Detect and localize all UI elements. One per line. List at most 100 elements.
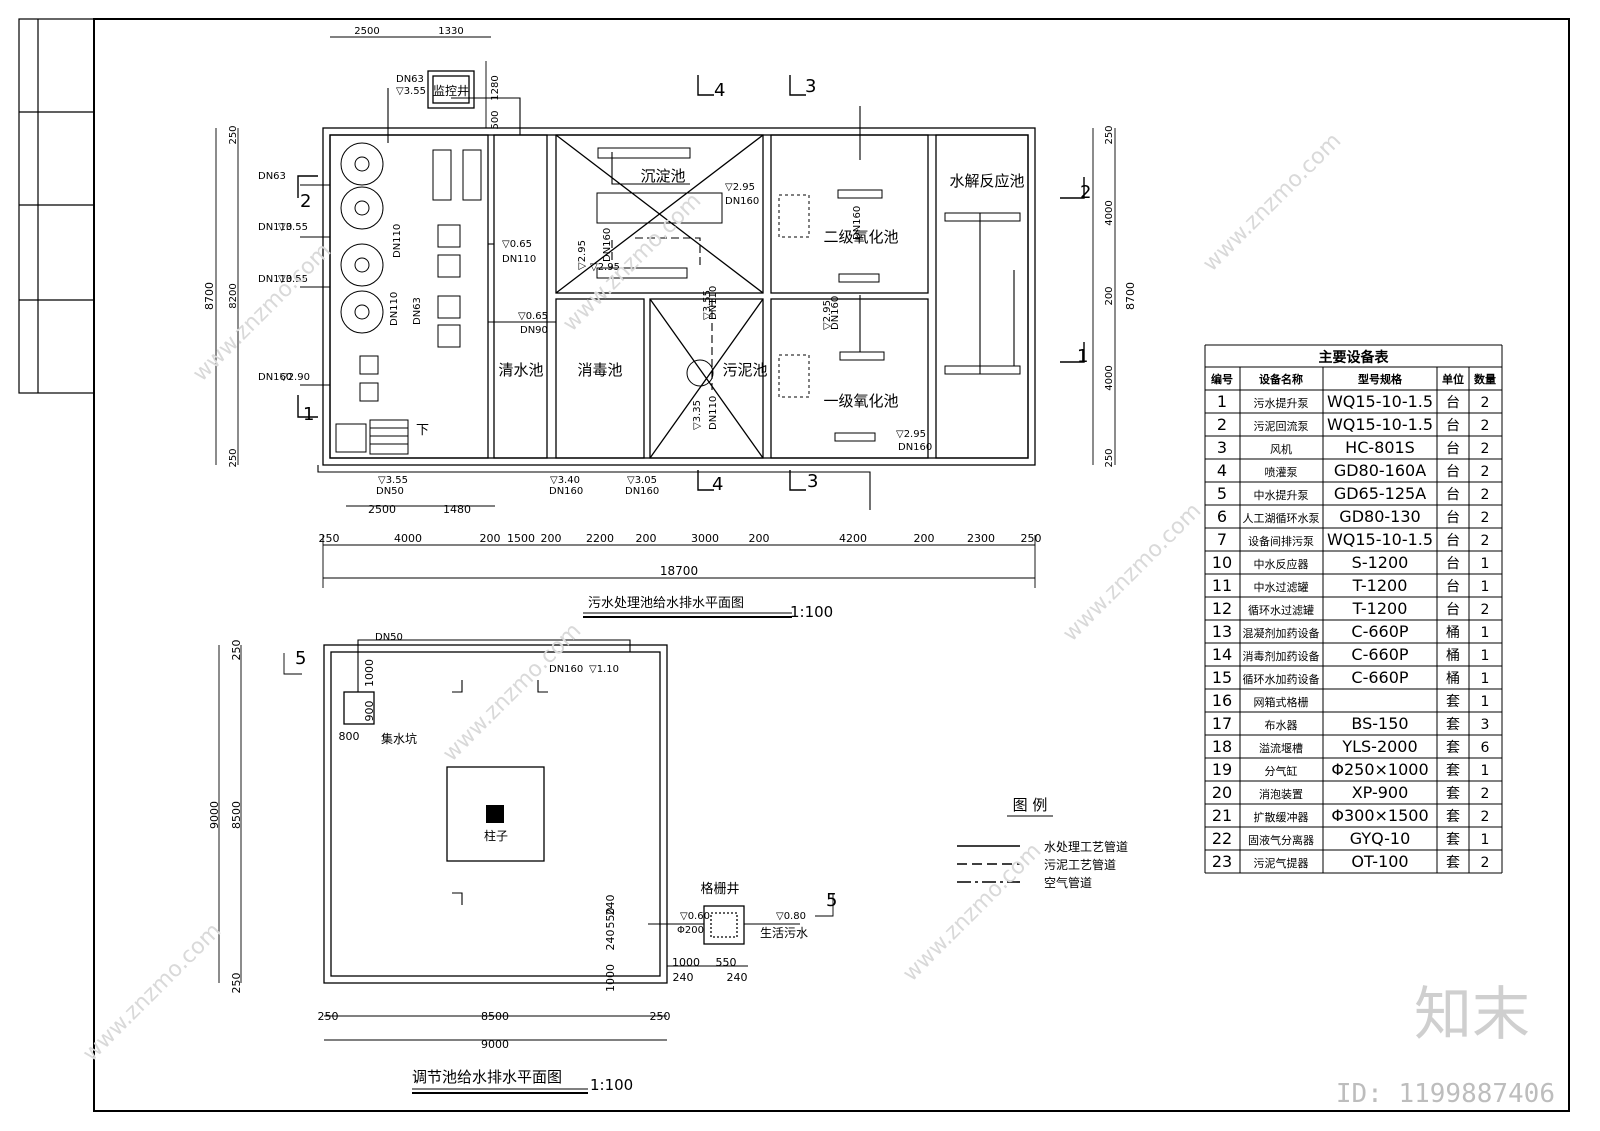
column-label: 柱子 <box>484 828 508 843</box>
tank-label-settling: 沉淀池 <box>640 167 685 185</box>
table-row-12-col-1: 14 <box>1212 645 1232 664</box>
dim-bottom-mid-2: 1480 <box>443 503 471 516</box>
table-row-20-col-2: 固液气分离器 <box>1248 833 1314 847</box>
table-row-20-col-3: GYQ-10 <box>1350 829 1411 848</box>
pipe-label-33: DN160 <box>852 206 863 240</box>
plan2-dim-8: 250 <box>318 1010 339 1023</box>
tank-label-sludge: 污泥池 <box>722 361 767 379</box>
table-row-11-col-3: C-660P <box>1351 622 1408 641</box>
table-row-14-col-5: 1 <box>1481 694 1490 710</box>
pipe-label-25: DN160 <box>898 442 932 453</box>
table-row-9-col-3: T-1200 <box>1352 576 1408 595</box>
plan2-dim-3: 800 <box>339 730 360 743</box>
table-row-1-col-4: 台 <box>1446 395 1460 411</box>
pipe-label-32: ▽2.95 <box>590 262 620 273</box>
table-row-16-col-3: YLS-2000 <box>1341 737 1417 756</box>
table-row-13-col-4: 桶 <box>1446 671 1460 687</box>
dim-right-3: 200 <box>1104 286 1115 305</box>
table-row-15-col-5: 3 <box>1481 717 1490 733</box>
table-row-16-col-4: 套 <box>1446 740 1460 756</box>
plan1-pipes <box>300 88 1015 510</box>
section-mark-4-top: 4 <box>714 80 725 101</box>
title-underlines <box>412 612 792 1094</box>
dim-left-3: 250 <box>228 448 239 467</box>
table-row-18-col-3: XP-900 <box>1352 783 1409 802</box>
table-row-2-col-2: 污泥回流泵 <box>1254 419 1309 433</box>
table-row-7-col-3: WQ15-10-1.5 <box>1327 530 1433 549</box>
plan2-section-mark-right: 5 <box>826 890 837 911</box>
table-row-8-col-3: S-1200 <box>1352 553 1409 572</box>
table-row-21-col-4: 套 <box>1446 855 1460 871</box>
dim-bottom-6: 2200 <box>586 532 614 545</box>
plan2-dimension-lines <box>218 645 834 1041</box>
table-row-19-col-5: 2 <box>1481 809 1490 825</box>
table-row-14-col-2: 网箱式格栅 <box>1254 695 1309 709</box>
plan1-dimension-lines <box>215 36 1116 588</box>
plan2-pipe-label-1: DN50 <box>375 632 403 643</box>
pipe-label-28: ▽3.40 <box>550 475 580 486</box>
plan2-dim-10: 250 <box>650 1010 671 1023</box>
table-row-13-col-3: C-660P <box>1351 668 1408 687</box>
table-row-4-col-5: 2 <box>1481 464 1490 480</box>
plan1-section-lines <box>297 75 1085 491</box>
table-row-18-col-4: 套 <box>1446 786 1460 802</box>
tank-label-hydrolysis: 水解反应池 <box>949 172 1024 190</box>
pipe-label-5: ▽3.55 <box>278 222 308 233</box>
section-mark-1-right: 1 <box>1077 346 1088 367</box>
sheet-border <box>93 18 1570 1112</box>
pipe-label-30: ▽3.05 <box>627 475 657 486</box>
dim-vertical-top-1: 1280 <box>490 75 501 100</box>
pipe-label-23: DN160 <box>830 296 841 330</box>
table-row-10-col-3: T-1200 <box>1352 599 1408 618</box>
table-header-5: 数量 <box>1474 372 1496 386</box>
table-row-6-col-3: GD80-130 <box>1339 507 1420 526</box>
plan2-dim-5: 8500 <box>230 801 243 829</box>
table-row-3-col-5: 2 <box>1481 441 1490 457</box>
legend-title: 图 例 <box>1013 796 1048 814</box>
table-row-4-col-1: 4 <box>1217 461 1227 480</box>
pipe-label-34: DN110 <box>392 224 403 258</box>
pipe-label-12: ▽0.65 <box>518 311 548 322</box>
table-row-17-col-2: 分气缸 <box>1265 764 1298 778</box>
table-row-1-col-1: 1 <box>1217 392 1227 411</box>
table-row-3-col-3: HC-801S <box>1345 438 1415 457</box>
pipe-label-24: ▽2.95 <box>896 429 926 440</box>
table-row-11-col-2: 混凝剂加药设备 <box>1243 626 1320 640</box>
table-row-7-col-4: 台 <box>1446 533 1460 549</box>
table-row-7-col-2: 设备间排污泵 <box>1248 534 1314 548</box>
dim-total-width: 18700 <box>660 564 698 578</box>
pipe-label-11: DN110 <box>502 254 536 265</box>
tank-label-monitor-well: 监控井 <box>433 84 469 98</box>
equipment-table-grid <box>1204 344 1503 874</box>
table-row-2-col-5: 2 <box>1481 418 1490 434</box>
equipment-table-title: 主要设备表 <box>1319 349 1390 366</box>
pipe-label-13: DN90 <box>520 325 548 336</box>
plan2-dim-2: 900 <box>363 701 376 722</box>
table-row-7-col-1: 7 <box>1217 530 1227 549</box>
dim-top-2: 1330 <box>438 26 463 37</box>
tank-label-clean-water: 清水池 <box>498 361 543 379</box>
dim-left-1: 250 <box>228 125 239 144</box>
table-row-10-col-2: 循环水过滤罐 <box>1248 604 1314 617</box>
tank-label-oxidation-2: 二级氧化池 <box>823 228 898 246</box>
pipe-label-3: DN63 <box>258 171 286 182</box>
plan2-dim-9: 8500 <box>481 1010 509 1023</box>
pipe-label-7: ▽3.55 <box>278 274 308 285</box>
table-row-13-col-1: 15 <box>1212 668 1232 687</box>
table-row-10-col-1: 12 <box>1212 599 1232 618</box>
table-row-15-col-1: 17 <box>1212 714 1232 733</box>
plan2-pipe-label-3: ▽1.10 <box>589 664 619 675</box>
table-row-2-col-3: WQ15-10-1.5 <box>1327 415 1433 434</box>
plan1-scale: 1:100 <box>790 603 833 621</box>
table-row-1-col-5: 2 <box>1481 395 1490 411</box>
table-row-5-col-1: 5 <box>1217 484 1227 503</box>
table-header-1: 编号 <box>1211 372 1233 386</box>
plan2-dim-13: 550 <box>716 956 737 969</box>
table-row-12-col-3: C-660P <box>1351 645 1408 664</box>
table-row-16-col-2: 溢流堰槽 <box>1259 741 1303 755</box>
pipe-label-35: DN110 <box>389 292 400 326</box>
table-row-13-col-2: 循环水加药设备 <box>1243 672 1320 686</box>
section-mark-2-right: 2 <box>1080 182 1091 203</box>
